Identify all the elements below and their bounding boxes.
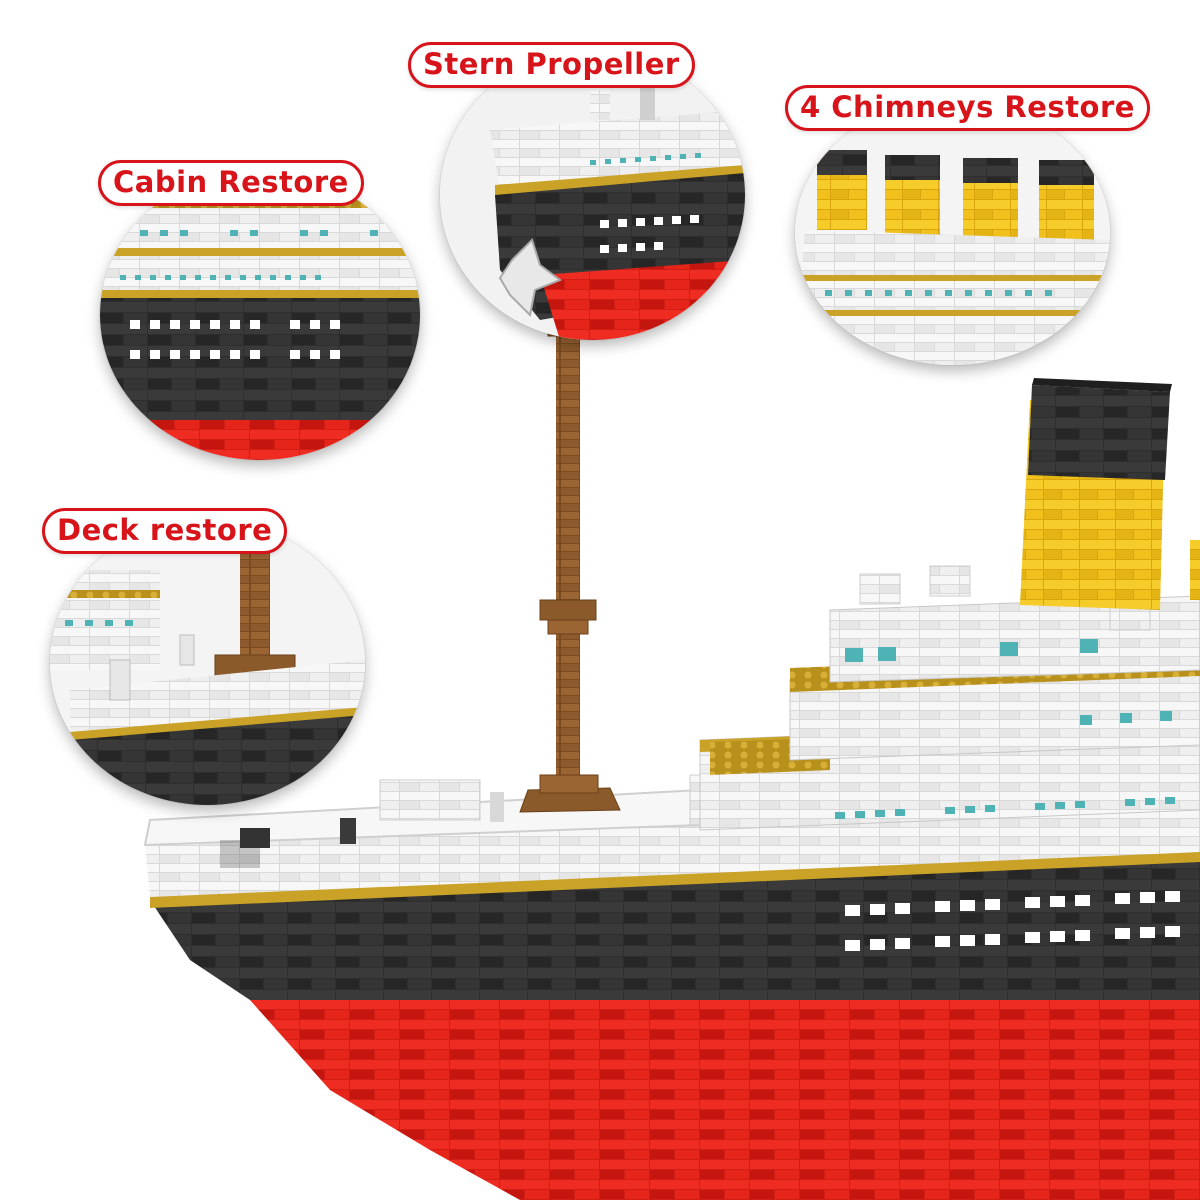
chimneys-label: 4 Chimneys Restore: [785, 85, 1150, 131]
stern-propeller-detail: [440, 50, 745, 340]
deck-label: Deck restore: [42, 508, 288, 554]
stern-propeller-label: Stern Propeller: [408, 42, 695, 88]
deck-detail-image: [50, 520, 365, 805]
cabin-label: Cabin Restore: [98, 160, 364, 206]
stern-propeller-detail-image: [440, 50, 745, 340]
cabin-detail: [100, 170, 420, 460]
chimneys-detail-image: [795, 100, 1110, 365]
cabin-detail-image: [100, 170, 420, 460]
deck-detail: [50, 520, 365, 805]
chimneys-detail: [795, 100, 1110, 365]
